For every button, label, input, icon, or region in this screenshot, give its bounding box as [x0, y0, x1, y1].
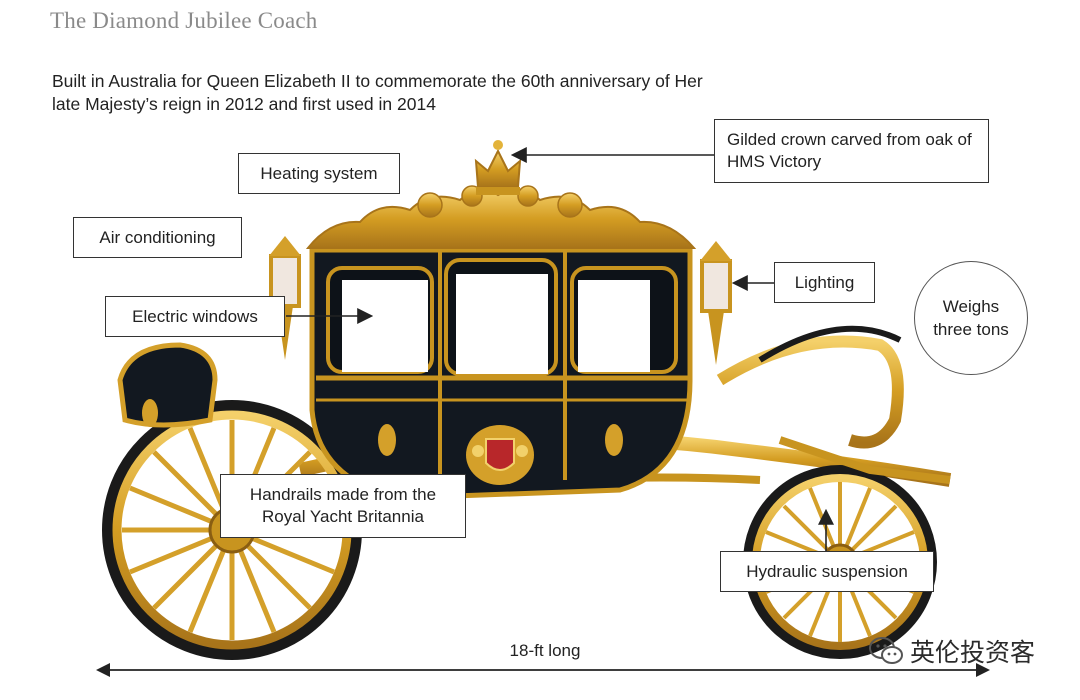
watermark-text: 英伦投资客	[910, 638, 1036, 667]
label-heating-system: Heating system	[238, 153, 400, 194]
diagram-subtitle: Built in Australia for Queen Elizabeth I…	[52, 71, 703, 114]
label-air-conditioning: Air conditioning	[73, 217, 242, 258]
label-electric-windows: Electric windows	[105, 296, 285, 337]
coat-of-arms	[466, 425, 534, 485]
weight-text: Weighs three tons	[933, 297, 1009, 339]
lantern-right	[700, 241, 732, 365]
wechat-icon	[869, 637, 903, 664]
label-gilded-crown: Gilded crown carved from oak of HMS Vict…	[714, 119, 989, 183]
weight-badge: Weighs three tons	[914, 261, 1028, 375]
coach-windows	[326, 258, 678, 376]
watermark: 英伦投资客	[868, 633, 1035, 669]
diagram-title: The Diamond Jubilee Coach	[50, 8, 318, 33]
label-hydraulic-suspension: Hydraulic suspension	[720, 551, 934, 592]
label-lighting: Lighting	[774, 262, 875, 303]
crown-icon	[474, 140, 522, 195]
length-label: 18-ft long	[509, 641, 581, 660]
roof-ornament	[305, 188, 697, 249]
label-handrails: Handrails made from the Royal Yacht Brit…	[220, 474, 466, 538]
